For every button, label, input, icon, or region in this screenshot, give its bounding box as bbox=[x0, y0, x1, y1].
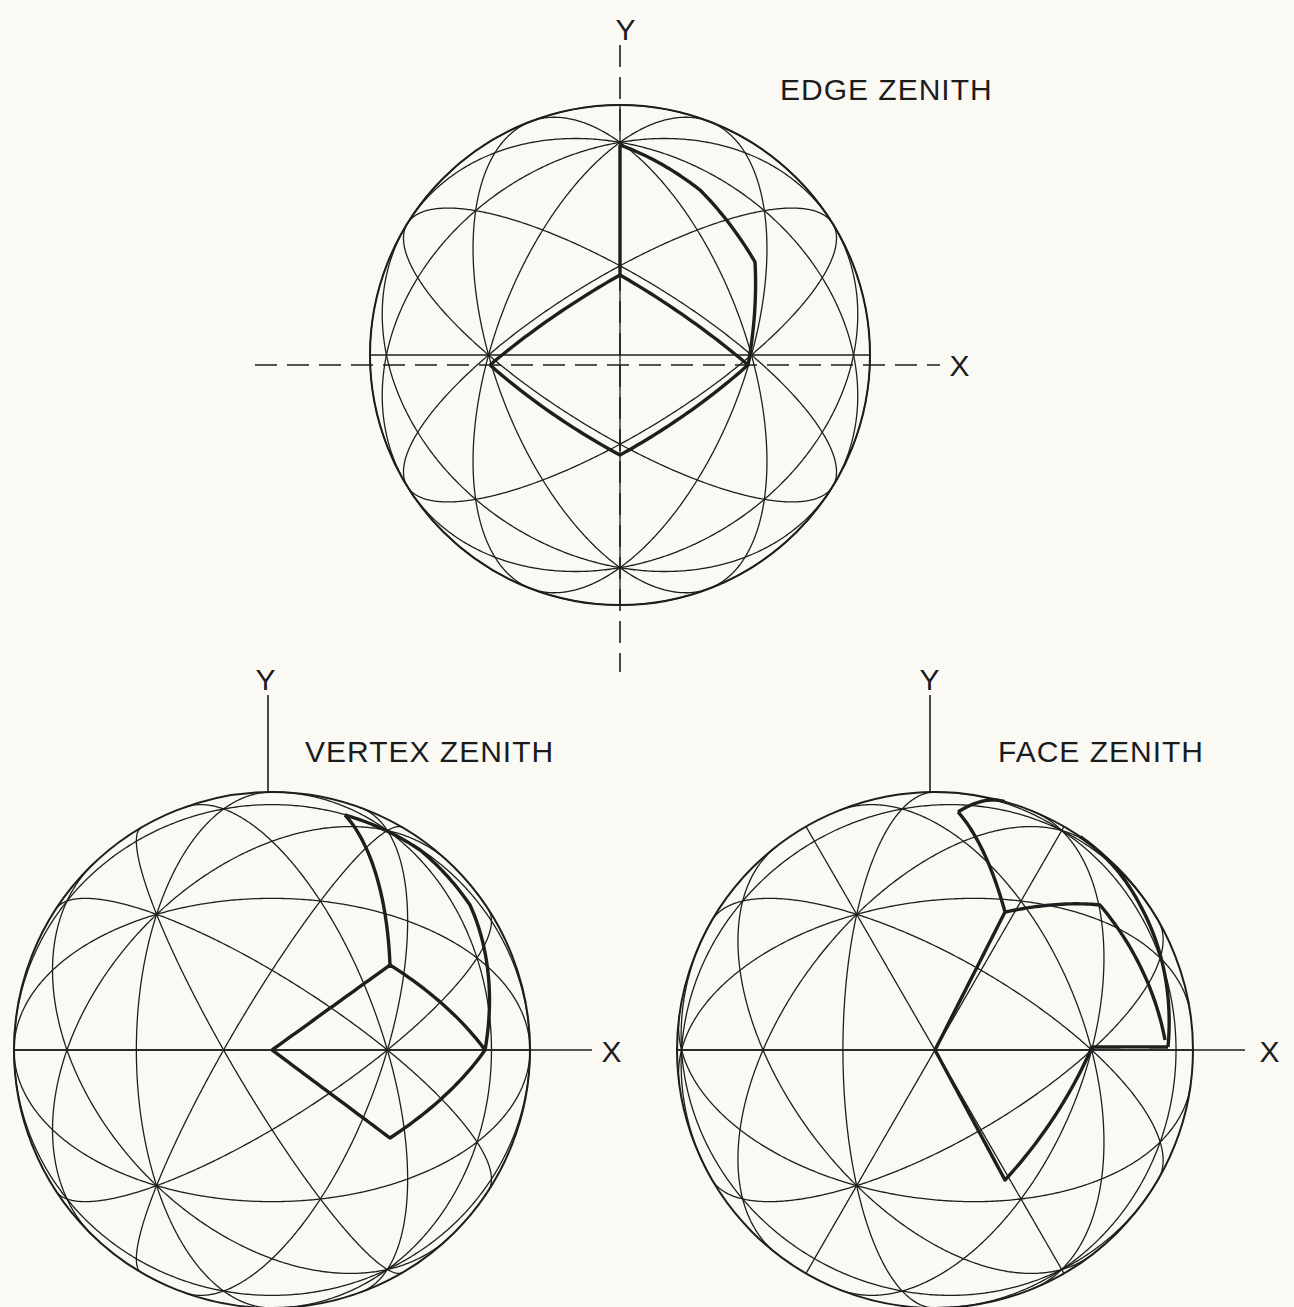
bold-face-outline bbox=[345, 815, 490, 1050]
axis-lines bbox=[14, 45, 1245, 1050]
sphere-face bbox=[677, 792, 1193, 1307]
great-circle-arc bbox=[136, 792, 272, 1307]
axis-label: X bbox=[1259, 1037, 1280, 1067]
great-circle-arc bbox=[1062, 827, 1064, 831]
great-circle-arc bbox=[473, 142, 620, 588]
great-circle-arc bbox=[14, 1050, 530, 1202]
great-circle-arc bbox=[843, 914, 935, 1307]
view-title: FACE ZENITH bbox=[998, 737, 1204, 767]
great-circle-arc bbox=[56, 1050, 388, 1202]
great-circle-arc bbox=[67, 1050, 449, 1273]
great-circle-arc bbox=[53, 827, 450, 1237]
axis-label: X bbox=[601, 1037, 622, 1067]
great-circle-arc bbox=[14, 1049, 136, 1050]
axis-line bbox=[267, 695, 269, 792]
bold-face-outline bbox=[620, 145, 756, 365]
great-circle-arc bbox=[681, 921, 1158, 1295]
sphere-vertex bbox=[14, 792, 530, 1307]
bold-face-outline bbox=[958, 800, 1005, 812]
great-circle-arc bbox=[763, 1049, 1193, 1050]
axis-line bbox=[619, 45, 621, 672]
great-circle-arc bbox=[136, 827, 402, 1273]
great-circle-arc bbox=[387, 909, 491, 1050]
sphere-outline bbox=[370, 105, 870, 605]
great-circle-arc bbox=[407, 208, 836, 486]
great-circle-arc bbox=[136, 1049, 530, 1050]
great-circle-arc bbox=[473, 122, 708, 593]
great-circle-arc bbox=[532, 122, 767, 593]
great-circle-arc bbox=[936, 792, 1062, 831]
view-title: EDGE ZENITH bbox=[780, 75, 993, 105]
great-circle-arc bbox=[370, 105, 870, 605]
great-circle-arc bbox=[712, 898, 1163, 1178]
great-circle-arc bbox=[681, 805, 1062, 1178]
great-circle-arc bbox=[679, 1015, 1191, 1201]
bold-face-outline bbox=[490, 275, 748, 455]
great-circle-arc bbox=[56, 898, 388, 1050]
bold-face-outline bbox=[1005, 904, 1165, 1040]
great-circle-arc bbox=[53, 864, 94, 1050]
great-circle-arc bbox=[403, 266, 620, 486]
axis-line bbox=[255, 364, 940, 366]
axis-line bbox=[929, 695, 931, 792]
great-circle-arc bbox=[370, 354, 870, 355]
axis-label: Y bbox=[919, 665, 940, 695]
great-circle-arc bbox=[620, 142, 767, 588]
axis-label: Y bbox=[615, 15, 636, 45]
great-circle-arc bbox=[184, 808, 407, 1296]
bold-face-outline bbox=[1080, 837, 1169, 1047]
view-title: VERTEX ZENITH bbox=[305, 737, 554, 767]
great-circle-arc bbox=[407, 224, 858, 572]
bold-face-outline bbox=[618, 145, 621, 275]
great-circle-arc bbox=[679, 914, 857, 1084]
great-circle-arc bbox=[1033, 811, 1061, 830]
bold-face-outline bbox=[935, 812, 1168, 1180]
great-circle-arc bbox=[136, 828, 223, 1050]
axis-label: Y bbox=[255, 665, 276, 695]
great-circle-arc bbox=[740, 827, 1093, 1130]
great-circle-arc bbox=[738, 1130, 777, 1254]
great-circle-arc bbox=[838, 831, 1104, 1296]
great-circle-arc bbox=[620, 208, 833, 266]
axis-line bbox=[677, 1049, 1245, 1051]
great-circle-arc bbox=[184, 805, 407, 1293]
great-circle-arc bbox=[403, 224, 832, 502]
sphere-outline bbox=[677, 792, 1193, 1307]
axis-label: X bbox=[949, 351, 970, 381]
great-circle-arc bbox=[936, 831, 1176, 1307]
great-circle-arc bbox=[407, 444, 620, 502]
great-circle-arc bbox=[743, 921, 1163, 1202]
axis-line bbox=[14, 1049, 592, 1051]
great-circle-arc bbox=[14, 898, 530, 1050]
sphere-outline bbox=[14, 792, 530, 1307]
great-circle-arc bbox=[712, 1180, 743, 1199]
great-circle-arc bbox=[738, 847, 1093, 1274]
great-circle-arc bbox=[1062, 831, 1158, 921]
great-circle-arc bbox=[532, 117, 620, 142]
great-circle-arc bbox=[620, 224, 837, 444]
great-circle-arc bbox=[806, 831, 1062, 1274]
great-circle-arc bbox=[677, 1049, 763, 1050]
great-circle-arc bbox=[407, 138, 858, 486]
great-circle-arc bbox=[857, 792, 935, 914]
sphere-edge bbox=[370, 105, 870, 605]
bold-face-outline bbox=[272, 965, 485, 1138]
bold-face-outline bbox=[345, 815, 390, 965]
